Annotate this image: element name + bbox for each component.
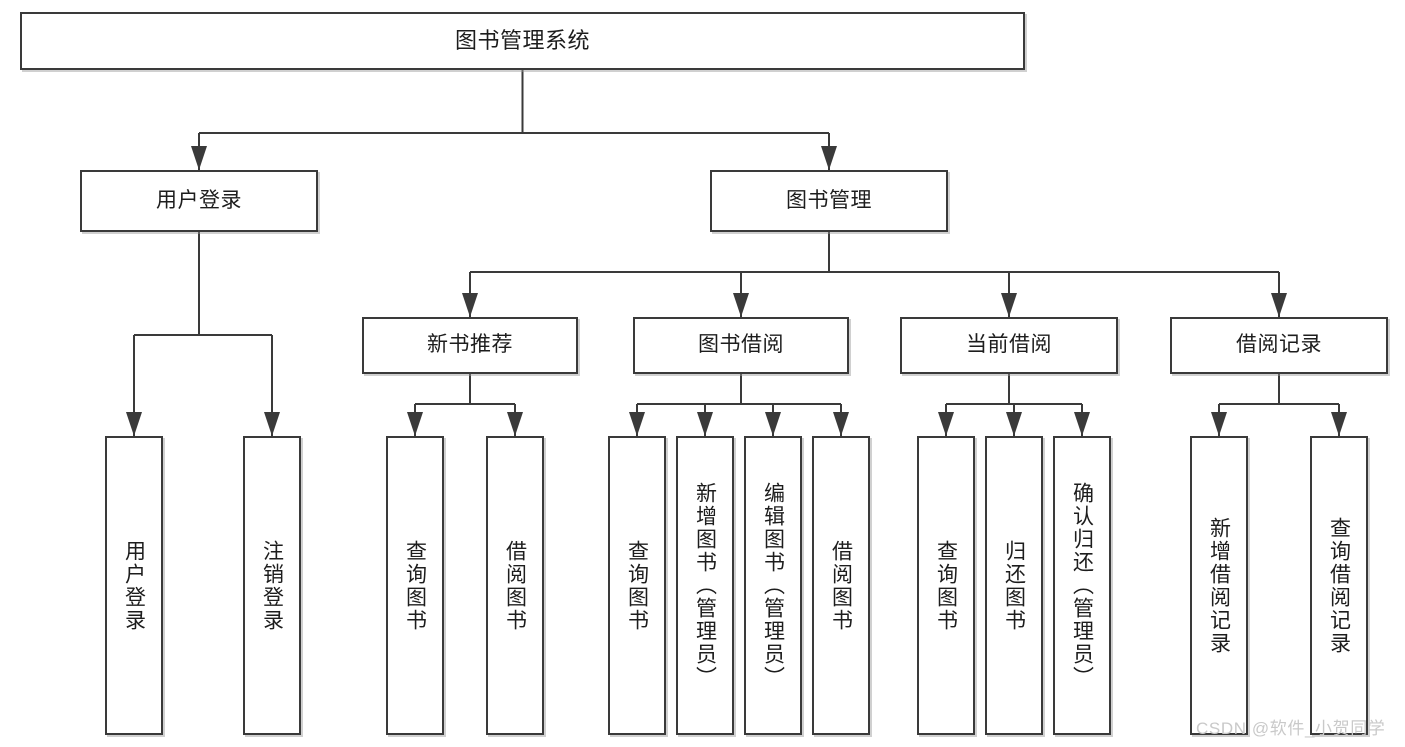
arrowhead-icon	[697, 412, 713, 436]
node-leaf13[interactable]: 查询借阅记录	[1310, 436, 1368, 735]
arrowhead-icon	[462, 293, 478, 317]
node-current[interactable]: 当前借阅	[900, 317, 1118, 374]
node-label: 新增图书（管理员）	[693, 482, 717, 689]
arrowhead-icon	[821, 146, 837, 170]
arrowhead-icon	[264, 412, 280, 436]
node-label: 借阅记录	[1236, 333, 1322, 357]
arrowhead-icon	[1006, 412, 1022, 436]
node-label: 用户登录	[156, 188, 242, 212]
arrowhead-icon	[833, 412, 849, 436]
node-leaf12[interactable]: 新增借阅记录	[1190, 436, 1248, 735]
arrowhead-icon	[1331, 412, 1347, 436]
node-label: 确认归还（管理员）	[1070, 482, 1094, 689]
node-newbook[interactable]: 新书推荐	[362, 317, 578, 374]
node-leaf6[interactable]: 新增图书（管理员）	[676, 436, 734, 735]
node-label: 归还图书	[1002, 539, 1026, 632]
node-leaf8[interactable]: 借阅图书	[812, 436, 870, 735]
node-label: 查询图书	[403, 539, 427, 632]
arrowhead-icon	[1271, 293, 1287, 317]
arrowhead-icon	[1211, 412, 1227, 436]
node-label: 当前借阅	[966, 333, 1052, 357]
arrowhead-icon	[1001, 293, 1017, 317]
node-borrow[interactable]: 图书借阅	[633, 317, 849, 374]
node-leaf7[interactable]: 编辑图书（管理员）	[744, 436, 802, 735]
node-label: 编辑图书（管理员）	[761, 482, 785, 689]
node-label: 借阅图书	[503, 539, 527, 632]
node-label: 注销登录	[260, 539, 284, 632]
arrowhead-icon	[407, 412, 423, 436]
node-label: 用户登录	[122, 539, 146, 632]
arrowhead-icon	[507, 412, 523, 436]
node-label: 图书管理	[786, 188, 872, 212]
node-leaf1[interactable]: 用户登录	[105, 436, 163, 735]
node-label: 新书推荐	[427, 333, 513, 357]
node-label: 图书借阅	[698, 333, 784, 357]
node-label: 借阅图书	[829, 539, 853, 632]
node-leaf4[interactable]: 借阅图书	[486, 436, 544, 735]
node-root[interactable]: 图书管理系统	[20, 12, 1025, 70]
arrowhead-icon	[1074, 412, 1090, 436]
node-record[interactable]: 借阅记录	[1170, 317, 1388, 374]
node-leaf10[interactable]: 归还图书	[985, 436, 1043, 735]
node-leaf2[interactable]: 注销登录	[243, 436, 301, 735]
node-leaf9[interactable]: 查询图书	[917, 436, 975, 735]
node-label: 图书管理系统	[454, 27, 590, 53]
csdn-watermark: CSDN @软件_小贺同学	[1196, 719, 1386, 738]
node-leaf5[interactable]: 查询图书	[608, 436, 666, 735]
arrowhead-icon	[191, 146, 207, 170]
node-label: 新增借阅记录	[1207, 516, 1231, 655]
arrowhead-icon	[938, 412, 954, 436]
node-leaf11[interactable]: 确认归还（管理员）	[1053, 436, 1111, 735]
node-label: 查询图书	[625, 539, 649, 632]
arrowhead-icon	[765, 412, 781, 436]
node-label: 查询借阅记录	[1327, 516, 1351, 655]
node-leaf3[interactable]: 查询图书	[386, 436, 444, 735]
node-label: 查询图书	[934, 539, 958, 632]
arrowhead-icon	[733, 293, 749, 317]
node-bookmgmt[interactable]: 图书管理	[710, 170, 948, 232]
arrowhead-icon	[126, 412, 142, 436]
node-login[interactable]: 用户登录	[80, 170, 318, 232]
arrowhead-icon	[629, 412, 645, 436]
